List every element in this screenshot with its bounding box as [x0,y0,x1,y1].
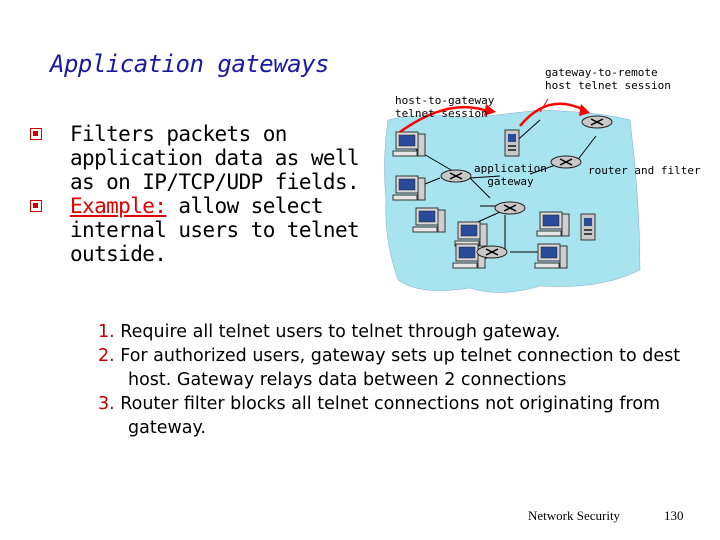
step-text: Require all telnet users to telnet throu… [114,322,561,342]
host-gateway-session-label: host-to-gateway telnet session [395,94,494,120]
label-line: host telnet session [545,79,671,92]
host-pc-icon [392,131,426,157]
step-text: For authorized users, gateway sets up te… [114,346,681,390]
external-router-icon [581,115,613,129]
router-filter-icon [550,155,582,169]
internal-router-icon [440,169,472,183]
bullet-marker-icon [30,200,42,212]
example-lead: Example: [70,194,167,218]
steps-list: 1. Require all telnet users to telnet th… [98,320,698,440]
network-diagram [384,98,641,293]
bullet-line: outside. [70,242,167,266]
gateway-remote-session-arrow [519,102,585,127]
bullet-line: as on IP/TCP/UDP fields. [70,170,360,194]
host-gateway-session-arrow [399,105,491,134]
router-filter-label: router and filter [588,164,701,177]
label-line: application [474,162,547,175]
step-number: 2. [98,346,115,366]
bullet-line: Example: allow select [70,194,388,218]
bullet-line: Filters packets on [70,122,287,146]
bullet-line: internal users to telnet [70,218,360,242]
application-gateway-label: application gateway [474,162,547,188]
footer-label: Network Security [528,508,621,523]
step-number: 3. [98,394,115,414]
bullet-line: application data as well [70,146,360,170]
bullet-marker-icon [30,128,42,140]
step-item: 1. Require all telnet users to telnet th… [98,320,698,344]
host-pc-icon [536,211,570,237]
bullet-list: Filters packets on application data as w… [28,122,388,266]
step-item: 3. Router filter blocks all telnet conne… [98,392,698,440]
host-pc-icon [412,207,446,233]
server-icon [580,213,596,241]
page-number: 130 [664,508,684,523]
label-line: gateway [487,175,534,188]
label-line: telnet session [395,107,488,120]
gateway-remote-session-label: gateway-to-remote host telnet session [545,66,671,92]
lan-router-icon [476,245,508,259]
step-number: 1. [98,322,115,342]
host-pc-icon [392,175,426,201]
step-item: 2. For authorized users, gateway sets up… [98,344,698,392]
bullet-filters: Filters packets on application data as w… [28,122,388,194]
label-line: host-to-gateway [395,94,495,107]
step-text: Router filter blocks all telnet connecti… [114,394,661,438]
lan-router-icon [494,201,526,215]
bullet-example: Example: allow select internal users to … [28,194,388,266]
example-rest: allow select [166,194,323,218]
host-pc-icon [454,221,488,247]
label-line: gateway-to-remote [545,66,658,79]
host-pc-icon [534,243,568,269]
network-cloud [384,109,641,293]
slide-title: Application gateways [50,50,329,78]
gateway-server-icon [504,129,520,157]
